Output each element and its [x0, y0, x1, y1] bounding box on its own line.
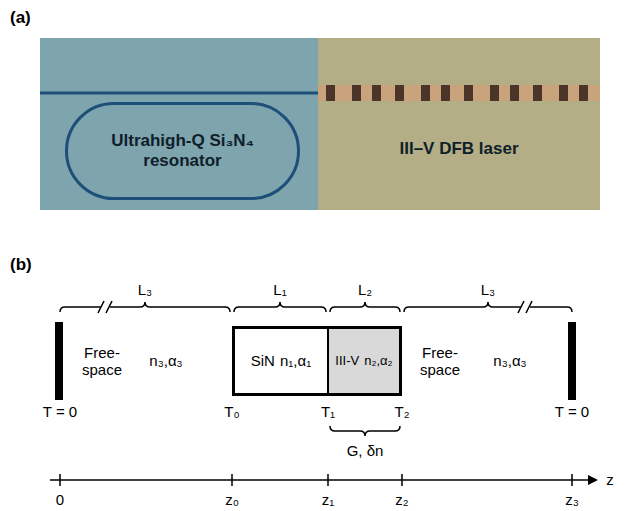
annotation-label: L₂: [358, 281, 372, 298]
annotation-label: T₁: [321, 403, 335, 420]
grating-tooth: [579, 85, 588, 101]
annotation-label: Free-space: [76, 344, 128, 379]
annotation-label: z₂: [395, 491, 408, 508]
grating-tooth: [421, 85, 430, 101]
annotation-label: n₃,α₃: [149, 352, 182, 369]
break-mark: [518, 301, 524, 313]
grating-tooth: [372, 85, 381, 101]
annotation-label: z: [606, 471, 614, 488]
break-mark: [526, 301, 532, 313]
z-axis: [50, 479, 592, 481]
annotation-label: Free-space: [414, 344, 466, 379]
nitride-chip: [40, 38, 318, 210]
left-mirror: [55, 322, 63, 400]
annotation-label: T₂: [395, 403, 410, 420]
axis-tick: [571, 474, 573, 486]
grating-tooth: [326, 85, 335, 101]
curly-brace: [330, 426, 400, 436]
curly-brace: [60, 302, 230, 312]
curly-brace: [404, 302, 572, 312]
node-text: Ultrahigh-Q Si₃N₄ resonator: [103, 131, 263, 172]
axis-tick: [231, 474, 233, 486]
bus-waveguide: [40, 92, 318, 95]
curly-brace: [234, 302, 326, 312]
break-mark: [106, 301, 112, 313]
annotation-label: T₀: [224, 403, 239, 420]
node-text: n₁,α₁: [280, 352, 311, 370]
grating-tooth: [490, 85, 499, 101]
axis-ticks: [60, 474, 572, 486]
annotation-label: T = 0: [555, 403, 589, 420]
annotation-label: L₃: [138, 281, 152, 298]
resonator-racetrack: Ultrahigh-Q Si₃N₄ resonator: [65, 102, 300, 200]
gain-section: III-V n₂,α₂: [328, 326, 402, 396]
axis-tick: [327, 474, 329, 486]
dfb-laser-chip: III–V DFB laser: [318, 38, 600, 210]
length-braces: [60, 300, 572, 436]
dfb-grating: [318, 38, 600, 210]
node-text: SiN: [251, 352, 275, 370]
axis-arrowhead: [588, 475, 598, 485]
grating-tooth: [441, 85, 450, 101]
curly-brace: [330, 302, 400, 312]
annotation-label: n₃,α₃: [493, 352, 526, 369]
sin-section: SiN n₁,α₁: [232, 326, 328, 396]
panel-letter: (a): [10, 8, 31, 28]
grating-tooth: [510, 85, 519, 101]
grating-bar: [318, 85, 600, 101]
grating-tooth: [352, 85, 361, 101]
axis-tick: [401, 474, 403, 486]
node-text: III–V DFB laser: [399, 139, 518, 159]
annotation-label: 0: [56, 491, 64, 508]
grating-tooth: [464, 85, 473, 101]
annotation-label: G, δn: [347, 442, 384, 459]
node-text: n₂,α₂: [364, 353, 392, 369]
grating-tooth: [395, 85, 404, 101]
grating-tooth: [559, 85, 568, 101]
annotation-label: L₁: [273, 281, 286, 298]
annotation-label: z₃: [565, 491, 579, 508]
panel-letter: (b): [10, 255, 32, 275]
axis-tick: [59, 474, 61, 486]
right-mirror: [568, 322, 576, 400]
grating-tooth: [533, 85, 542, 101]
annotation-label: L₃: [481, 281, 495, 298]
node-text: III-V: [335, 353, 359, 369]
break-mark: [98, 301, 104, 313]
annotation-label: z₁: [322, 491, 335, 508]
annotation-label: T = 0: [43, 403, 77, 420]
annotation-label: z₀: [225, 491, 239, 508]
